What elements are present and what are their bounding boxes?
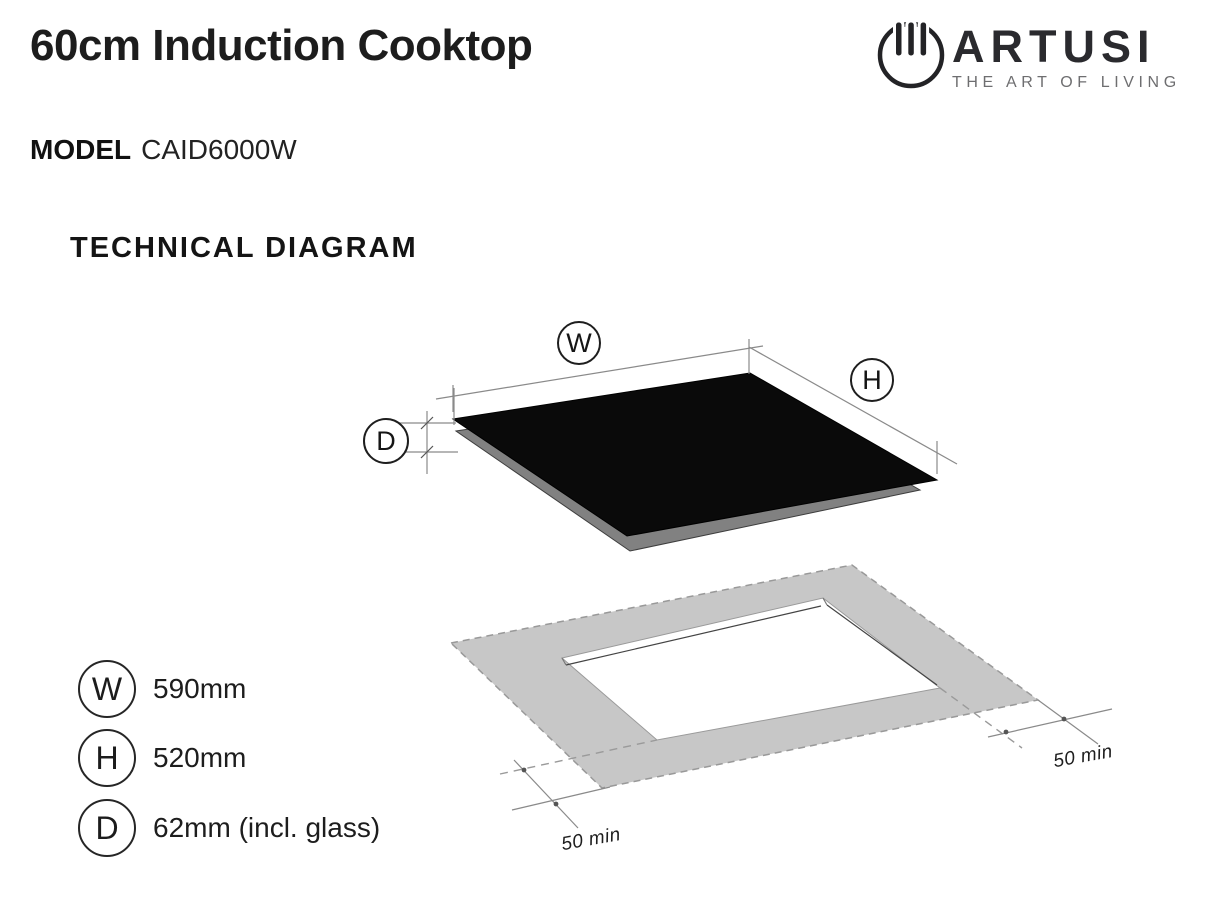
artusi-burner-ring-icon xyxy=(877,19,945,89)
model-label: MODEL xyxy=(30,134,132,165)
right-clearance-label: 50 min xyxy=(1052,741,1115,772)
brand-name: ARTUSI xyxy=(952,21,1156,72)
left-clearance-label: 50 min xyxy=(560,824,623,855)
section-heading: TECHNICAL DIAGRAM xyxy=(70,232,418,264)
legend-value-d: 62mm (incl. glass) xyxy=(153,812,381,843)
legend-value-h: 520mm xyxy=(153,742,247,773)
legend-item-width: W 590mm xyxy=(78,660,246,718)
h-label-circle: H xyxy=(850,358,894,402)
brand-tagline: THE ART OF LIVING xyxy=(952,74,1181,91)
page-title: 60cm Induction Cooktop xyxy=(30,21,533,70)
w-label: W xyxy=(566,328,592,358)
w-dimension-line xyxy=(435,345,764,400)
brand-logo: ARTUSI THE ART OF LIVING xyxy=(876,18,1196,98)
legend-item-depth: D 62mm (incl. glass) xyxy=(78,799,380,857)
d-label-circle: D xyxy=(363,418,409,464)
h-dimension-line xyxy=(748,346,958,465)
h-label: H xyxy=(862,365,882,395)
cutout-illustration: 50 min 50 min xyxy=(449,564,1115,855)
model-line: MODEL CAID6000W xyxy=(30,136,297,164)
legend-item-height: H 520mm xyxy=(78,729,246,787)
w-label-circle: W xyxy=(557,321,601,365)
legend-symbol-d: D xyxy=(78,799,136,857)
legend-symbol-h: H xyxy=(78,729,136,787)
cutout-depth-lines xyxy=(561,597,938,686)
cooktop-glass xyxy=(451,372,939,537)
cooktop-illustration: W H D xyxy=(363,321,958,552)
legend-symbol-w: W xyxy=(78,660,136,718)
dimension-lines xyxy=(393,339,958,474)
model-value: CAID6000W xyxy=(141,134,297,165)
d-label: D xyxy=(376,426,396,456)
legend-value-w: 590mm xyxy=(153,673,247,704)
